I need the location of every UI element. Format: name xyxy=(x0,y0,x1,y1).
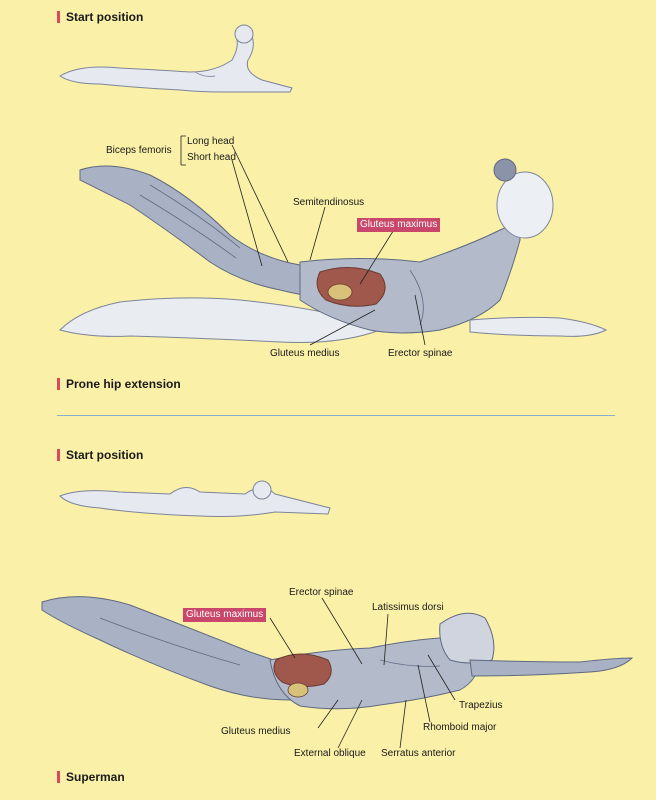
bottom-start-body xyxy=(59,480,331,517)
label-external-oblique: External oblique xyxy=(294,748,366,759)
heading-text: Start position xyxy=(66,448,144,462)
accent-bar xyxy=(57,378,60,390)
label-biceps-femoris: Biceps femoris xyxy=(106,145,172,156)
accent-bar xyxy=(57,771,60,783)
top-start-heading: Start position xyxy=(57,10,143,24)
prone-hip-extension-body xyxy=(59,158,608,343)
bottom-exercise-heading: Superman xyxy=(57,770,125,784)
label-short-head: Short head xyxy=(187,152,236,163)
accent-bar xyxy=(57,449,60,461)
label-rhomboid-major: Rhomboid major xyxy=(423,722,497,733)
heading-text: Superman xyxy=(66,770,125,784)
label-gluteus-medius: Gluteus medius xyxy=(221,726,291,737)
top-leader-lines xyxy=(180,135,426,346)
heading-text: Prone hip extension xyxy=(66,377,181,391)
top-start-body xyxy=(59,24,293,93)
accent-bar xyxy=(57,11,60,23)
label-long-head: Long head xyxy=(187,136,235,147)
label-gluteus-maximus-highlight: Gluteus maximus xyxy=(183,608,267,622)
label-latissimus-dorsi: Latissimus dorsi xyxy=(372,602,444,613)
superman-body xyxy=(41,596,634,710)
label-serratus-anterior: Serratus anterior xyxy=(381,748,456,759)
label-gluteus-maximus-highlight: Gluteus maximus xyxy=(357,218,441,232)
heading-text: Start position xyxy=(66,10,144,24)
bottom-start-heading: Start position xyxy=(57,448,143,462)
label-semitendinosus: Semitendinosus xyxy=(293,197,365,208)
label-erector-spinae: Erector spinae xyxy=(388,348,453,359)
top-exercise-heading: Prone hip extension xyxy=(57,377,181,391)
label-trapezius: Trapezius xyxy=(459,700,503,711)
label-erector-spinae: Erector spinae xyxy=(289,587,354,598)
label-gluteus-medius: Gluteus medius xyxy=(270,348,340,359)
section-divider xyxy=(57,415,615,416)
